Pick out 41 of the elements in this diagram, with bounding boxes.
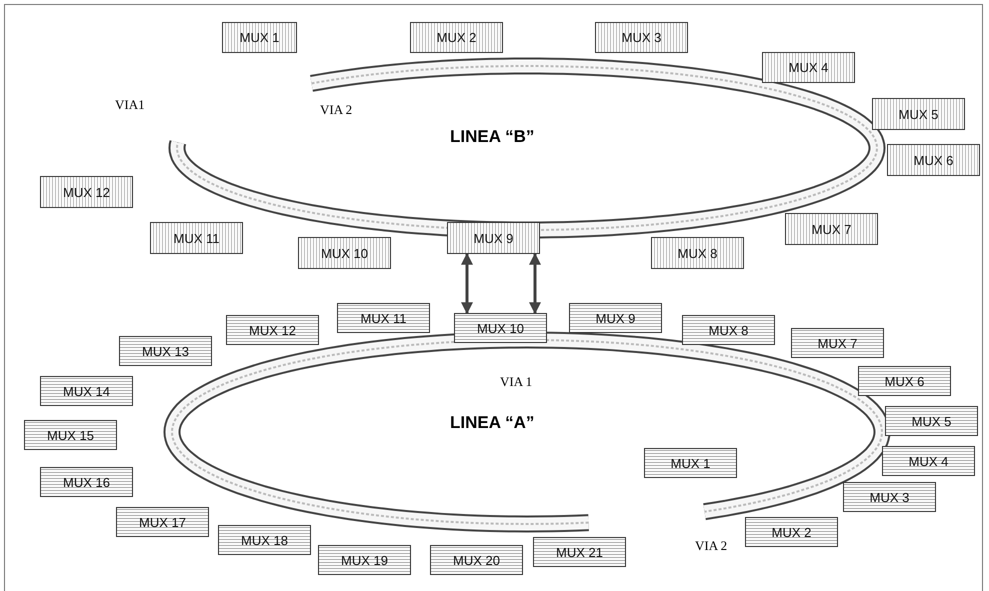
track-label: VIA1 [115, 97, 145, 113]
mux-box: MUX 16 [40, 467, 133, 497]
double-arrow [529, 252, 541, 314]
mux-box: MUX 5 [885, 406, 978, 436]
mux-box: MUX 7 [791, 328, 884, 358]
mux-box: MUX 12 [226, 315, 319, 345]
mux-box: MUX 5 [872, 98, 965, 130]
mux-box: MUX 17 [116, 507, 209, 537]
mux-box: MUX 3 [843, 482, 936, 512]
mux-box: MUX 19 [318, 545, 411, 575]
line-title: LINEA “A” [450, 413, 534, 433]
mux-box: MUX 7 [785, 213, 878, 245]
mux-box: MUX 6 [858, 366, 951, 396]
mux-box: MUX 8 [682, 315, 775, 345]
mux-box: MUX 13 [119, 336, 212, 366]
mux-box: MUX 15 [24, 420, 117, 450]
double-arrow [461, 252, 473, 314]
mux-box: MUX 9 [569, 303, 662, 333]
mux-box: MUX 10 [454, 313, 547, 343]
mux-box: MUX 21 [533, 537, 626, 567]
track-label: VIA 1 [500, 374, 532, 390]
mux-box: MUX 2 [745, 517, 838, 547]
line-title: LINEA “B” [450, 127, 534, 147]
mux-box: MUX 10 [298, 237, 391, 269]
mux-box: MUX 18 [218, 525, 311, 555]
mux-box: MUX 4 [762, 52, 855, 83]
mux-box: MUX 8 [651, 237, 744, 269]
mux-box: MUX 3 [595, 22, 688, 53]
track-label: VIA 2 [695, 538, 728, 554]
track-label: VIA 2 [320, 102, 352, 118]
mux-box: MUX 2 [410, 22, 503, 53]
mux-box: MUX 20 [430, 545, 523, 575]
mux-box: MUX 11 [337, 303, 430, 333]
mux-box: MUX 4 [882, 446, 975, 476]
mux-box: MUX 1 [222, 22, 297, 53]
mux-box: MUX 14 [40, 376, 133, 406]
mux-box: MUX 1 [644, 448, 737, 478]
mux-box: MUX 12 [40, 176, 133, 208]
mux-box: MUX 6 [887, 144, 980, 176]
mux-box: MUX 11 [150, 222, 243, 254]
mux-box: MUX 9 [447, 222, 540, 254]
